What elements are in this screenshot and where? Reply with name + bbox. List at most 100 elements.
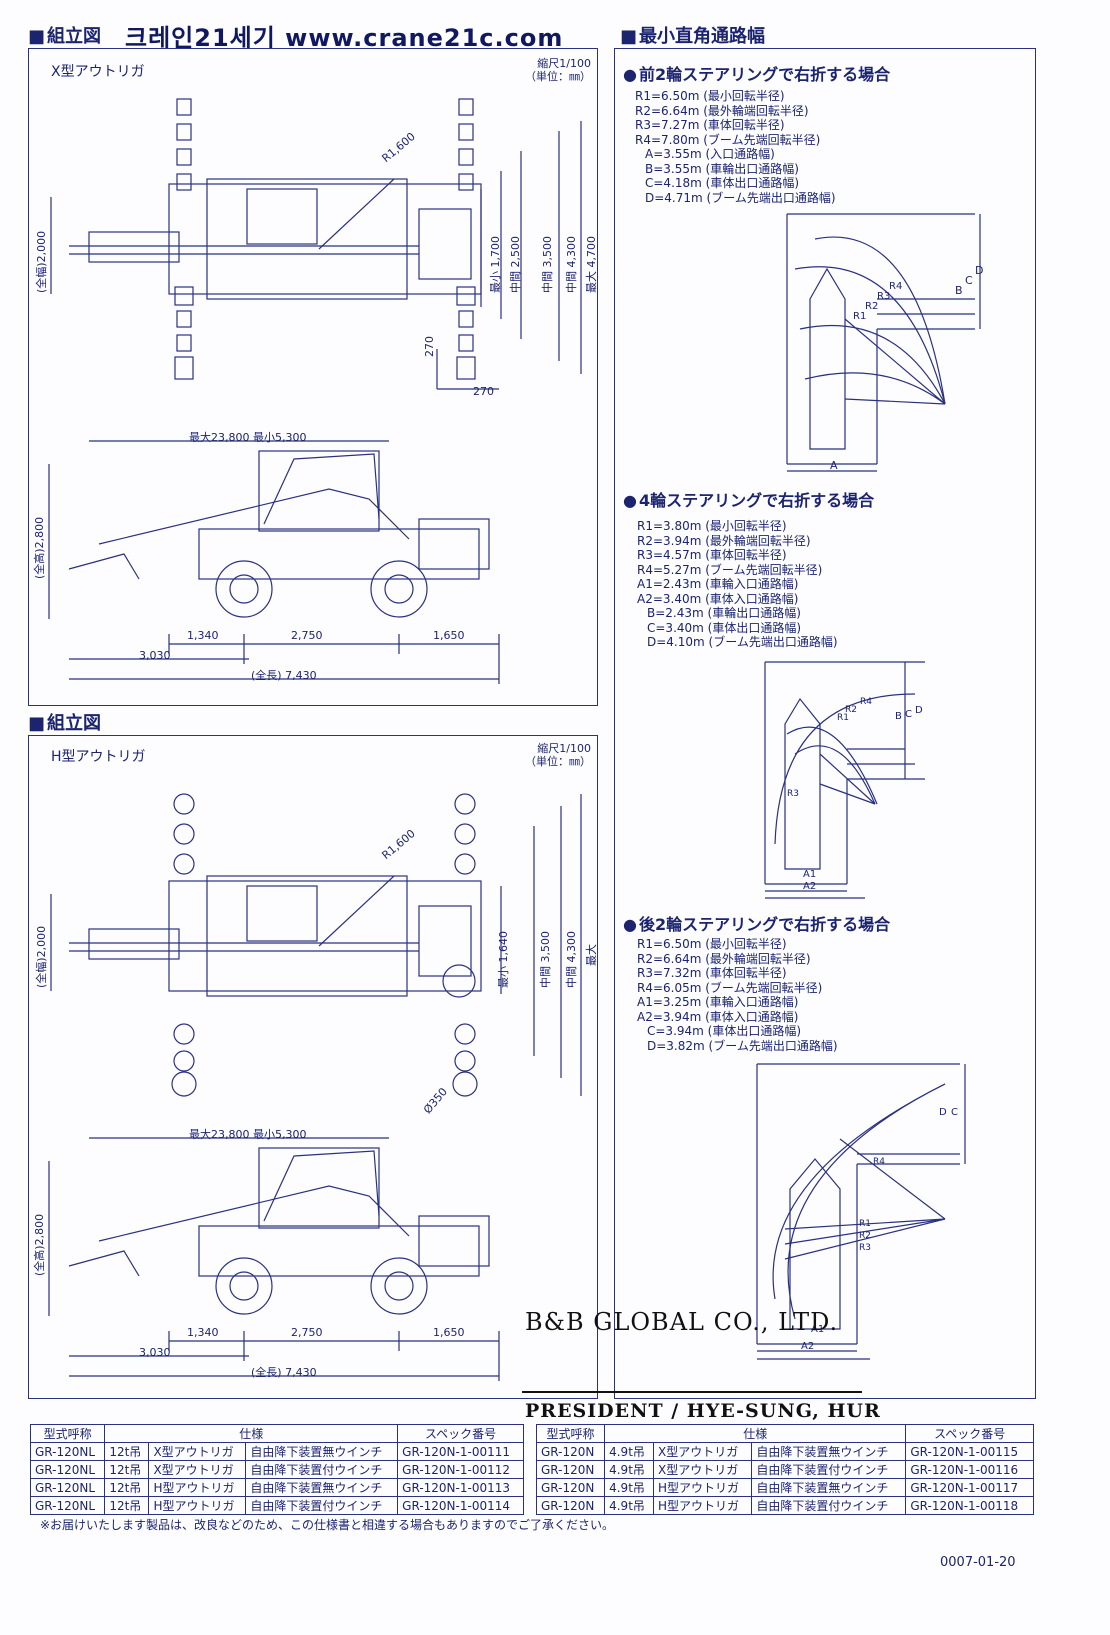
cell: GR-120N — [535, 1478, 606, 1497]
case-2-label-a1: A1 — [803, 869, 817, 880]
dim-1650: 1,650 — [433, 1326, 465, 1339]
case-3-label-a1: A1 — [811, 1324, 825, 1335]
table-row: GR-120NL 12t吊 H型アウトリガ 自由降下装置付ウインチ GR-120… — [29, 1496, 524, 1515]
case-3-line: C=3.94m (車体出口通路幅) — [647, 1024, 802, 1038]
case-1-label-b: B — [955, 284, 963, 297]
col-header-spec-no: スペック番号 — [397, 1424, 524, 1443]
unit-text: （単位：㎜） — [525, 70, 591, 83]
document-number: 0007-01-20 — [940, 1555, 1016, 1570]
case-3-label-r3: R3 — [859, 1243, 871, 1253]
dim-270-vertical: 270 — [423, 336, 436, 357]
cell: 自由降下装置無ウインチ — [245, 1478, 399, 1497]
case-1-label-r1: R1 — [853, 311, 867, 322]
crane-top-view-h — [50, 793, 582, 1097]
min-aisle-panel: 前2輪ステアリングで右折する場合 R1=6.50m (最小回転半径) R2=6.… — [614, 48, 1036, 1399]
case-3-label-r4: R4 — [873, 1157, 885, 1167]
case-2-line: R2=3.94m (最外輪端回転半径) — [637, 533, 811, 548]
case-3-label-a2: A2 — [801, 1341, 815, 1352]
brand-watermark[interactable]: 크레인21세기 www.crane21c.com — [125, 24, 564, 52]
cell: 自由降下装置付ウインチ — [245, 1460, 399, 1479]
cell: X型アウトリガ — [653, 1460, 753, 1479]
scale-note: 縮尺1/100 （単位：㎜） — [525, 742, 591, 768]
cell: 自由降下装置付ウインチ — [751, 1460, 907, 1479]
case-2-label-b: B — [895, 711, 902, 722]
case-1-line: B=3.55m (車輪出口通路幅) — [645, 161, 799, 176]
case-1-values: R1=6.50m (最小回転半径) R2=6.64m (最外輪端回転半径) R3… — [635, 89, 836, 205]
case-2-line: D=4.10m (ブーム先端出口通路幅) — [647, 635, 838, 649]
signature-line — [522, 1391, 862, 1393]
dim-270-horizontal: 270 — [473, 385, 494, 398]
col-header-spec: 仕様 — [604, 1424, 907, 1443]
crane-side-view-x — [48, 440, 500, 684]
case-3-title: 後2輪ステアリングで右折する場合 — [623, 911, 890, 935]
cell: 自由降下装置付ウインチ — [751, 1496, 907, 1515]
cell: GR-120N — [535, 1496, 606, 1515]
case-1-line: R3=7.27m (車体回転半径) — [635, 118, 785, 132]
case-3-diagram — [756, 1063, 966, 1360]
dim-2750: 2,750 — [291, 1326, 323, 1339]
case-1-line: R2=6.64m (最外輪端回転半径) — [635, 103, 809, 118]
cell: X型アウトリガ — [148, 1442, 247, 1461]
unit-text: （単位：㎜） — [525, 755, 591, 768]
case-3-line: A2=3.94m (車体入口通路幅) — [637, 1009, 799, 1024]
case-1-label-d: D — [975, 264, 984, 277]
panel-title: H型アウトリガ — [51, 749, 146, 765]
cell: GR-120N — [535, 1460, 606, 1479]
crane-side-view-h — [48, 1137, 500, 1381]
cell: X型アウトリガ — [653, 1442, 753, 1461]
case-3-line: R2=6.64m (最外輪端回転半径) — [637, 951, 811, 966]
scale-text: 縮尺1/100 — [537, 742, 591, 755]
cell: GR-120N — [535, 1442, 606, 1461]
section-title-assembly: 組立図 — [28, 22, 101, 48]
dim-total-length: (全長) 7,430 — [251, 1366, 317, 1379]
dim-1340: 1,340 — [187, 629, 219, 642]
dim-min: 最小 1,640 — [497, 931, 510, 988]
case-2-label-r2: R2 — [845, 705, 857, 715]
case-2-line: A1=2.43m (車輪入口通路幅) — [637, 577, 799, 591]
cell: 4.9t吊 — [604, 1478, 655, 1497]
cell: 4.9t吊 — [604, 1496, 655, 1515]
case-3-label-c: C — [951, 1107, 958, 1118]
panel-title: X型アウトリガ — [51, 64, 145, 80]
dim-3030: 3,030 — [139, 1346, 171, 1359]
dim-total-height: (全高)2,800 — [33, 1213, 46, 1276]
case-1-line: R1=6.50m (最小回転半径) — [635, 89, 785, 103]
case-2-label-c: C — [905, 709, 912, 720]
drawing-panel-x-outrigger: X型アウトリガ 縮尺1/100 （単位：㎜） R1,600 — [28, 48, 598, 706]
section-title-assembly-2: 組立図 — [28, 709, 101, 735]
case-2-diagram — [764, 661, 925, 899]
dim-total-width: (全幅)2,000 — [35, 925, 48, 988]
dim-boom-length: 最大23,800 最小5,300 — [189, 1128, 307, 1141]
case-2-line: R3=4.57m (車体回転半径) — [637, 548, 787, 562]
cell: GR-120N-1-00116 — [905, 1460, 1034, 1479]
col-header-model: 型式呼称 — [29, 1424, 106, 1443]
outrigger-pads-left — [174, 98, 194, 380]
case-3-line: R3=7.32m (車体回転半径) — [637, 966, 787, 980]
col-header-spec: 仕様 — [104, 1424, 399, 1443]
cell: GR-120NL — [29, 1478, 106, 1497]
cell: GR-120N-1-00114 — [397, 1496, 524, 1515]
scale-note: 縮尺1/100 （単位：㎜） — [525, 57, 591, 83]
case-2-label-d: D — [915, 705, 923, 716]
case-2-values: R1=3.80m (最小回転半径) R2=3.94m (最外輪端回転半径) R3… — [637, 519, 838, 650]
case-3-values: R1=6.50m (最小回転半径) R2=6.64m (最外輪端回転半径) R3… — [637, 937, 838, 1053]
case-1-diagram — [786, 213, 981, 472]
case-3-line: R4=6.05m (ブーム先端回転半径) — [637, 980, 823, 995]
table-row: GR-120NL 12t吊 X型アウトリガ 自由降下装置付ウインチ GR-120… — [29, 1460, 524, 1479]
crane-top-view-x — [50, 98, 582, 390]
case-1-title: 前2輪ステアリングで右折する場合 — [623, 61, 890, 85]
case-2-line: R1=3.80m (最小回転半径) — [637, 519, 787, 533]
cell: 自由降下装置無ウインチ — [751, 1478, 907, 1497]
case-1-label-c: C — [965, 274, 973, 287]
dim-2750: 2,750 — [291, 629, 323, 642]
cell: GR-120NL — [29, 1496, 106, 1515]
case-2-line: B=2.43m (車輪出口通路幅) — [647, 606, 801, 620]
spec-table-right: 型式呼称 仕様 スペック番号 GR-120N 4.9t吊 X型アウトリガ 自由降… — [535, 1424, 1034, 1515]
cell: 自由降下装置無ウインチ — [751, 1442, 907, 1461]
case-2-label-a2: A2 — [803, 881, 817, 892]
cell: GR-120N-1-00112 — [397, 1460, 524, 1479]
case-3-line: R1=6.50m (最小回転半径) — [637, 937, 787, 951]
case-2-label-r1: R1 — [837, 713, 849, 723]
cell: H型アウトリガ — [148, 1478, 247, 1497]
case-1-line: A=3.55m (入口通路幅) — [645, 147, 775, 161]
